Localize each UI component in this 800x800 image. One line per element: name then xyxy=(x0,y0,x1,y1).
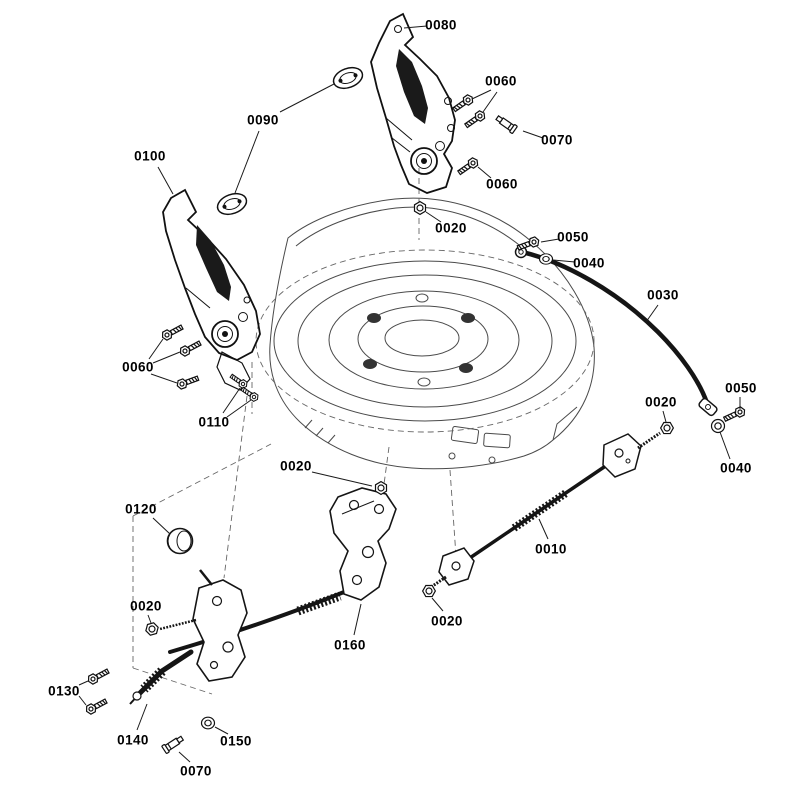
callout-label-0100: 0100 xyxy=(134,148,166,164)
leader-line-0150 xyxy=(214,726,229,735)
pivot-spacer-left xyxy=(216,192,248,216)
leader-line-0060 xyxy=(148,338,164,360)
leader-line-0020 xyxy=(662,410,667,423)
pin-0070-bottom xyxy=(161,733,186,755)
leader-line-0040 xyxy=(552,259,576,263)
leader-line-0060 xyxy=(150,373,178,384)
handle-bracket-left xyxy=(162,188,261,391)
nut-0020-d xyxy=(144,620,160,638)
nut-0020-a xyxy=(413,201,427,215)
callout-label-0030: 0030 xyxy=(647,287,679,303)
leader-line-0100 xyxy=(157,166,174,195)
leader-line-0060 xyxy=(471,89,492,100)
screw-0110-a xyxy=(228,372,250,391)
lower-bracket-plate xyxy=(159,569,248,682)
bolt-0050-right xyxy=(722,405,748,424)
leader-line-0030 xyxy=(645,304,659,323)
leader-line-0110 xyxy=(222,387,241,414)
bolt-0060-e xyxy=(177,338,203,358)
leader-line-0160 xyxy=(353,603,362,636)
leader-line-0120 xyxy=(152,517,171,535)
leader-line-0090 xyxy=(279,83,335,113)
callout-label-0060: 0060 xyxy=(122,359,154,375)
screw-0110-b xyxy=(239,385,261,404)
washer-0040-top xyxy=(538,253,554,265)
leader-line-0050 xyxy=(540,238,560,243)
bolt-0060-c xyxy=(455,155,481,178)
brake-rod xyxy=(430,431,661,589)
washer-0150 xyxy=(200,716,216,730)
mower-deck-housing xyxy=(269,197,595,470)
callout-label-0090: 0090 xyxy=(247,112,279,128)
leader-line-0130 xyxy=(78,680,89,686)
leader-line-0070 xyxy=(178,751,191,763)
bolt-0130-b xyxy=(83,696,109,716)
leader-lines xyxy=(78,25,741,763)
callout-label-0110: 0110 xyxy=(198,414,230,430)
callout-label-0140: 0140 xyxy=(117,732,149,748)
callout-label-0050: 0050 xyxy=(557,229,589,245)
leader-line-0020 xyxy=(311,471,373,487)
callout-label-0080: 0080 xyxy=(425,17,457,33)
leader-line-0060 xyxy=(477,166,492,179)
bolt-0060-b xyxy=(462,108,488,131)
leader-line-0080 xyxy=(403,25,428,29)
leader-line-0130 xyxy=(78,695,87,706)
bolt-0130-a xyxy=(85,666,111,686)
callout-label-0020: 0020 xyxy=(645,394,677,410)
handle-bracket-right xyxy=(370,12,456,194)
bolt-0060-a xyxy=(450,92,476,115)
callout-label-0040: 0040 xyxy=(720,460,752,476)
callout-label-0130: 0130 xyxy=(48,683,80,699)
leader-line-0020 xyxy=(147,614,152,624)
leader-line-0020 xyxy=(431,597,444,612)
nut-0020-c xyxy=(374,481,388,495)
leader-line-0010 xyxy=(538,518,549,540)
callout-label-0070: 0070 xyxy=(541,132,573,148)
trunnion-cap xyxy=(166,527,194,555)
leader-line-0090 xyxy=(234,130,260,194)
callout-label-0010: 0010 xyxy=(535,541,567,557)
callout-label-0020: 0020 xyxy=(435,220,467,236)
callout-label-0020: 0020 xyxy=(130,598,162,614)
callout-label-0040: 0040 xyxy=(573,255,605,271)
leader-line-0040 xyxy=(719,431,731,460)
nut-0020-b xyxy=(658,419,676,437)
pivot-spacer-top xyxy=(332,66,364,90)
bolt-0060-f xyxy=(175,373,201,391)
callout-label-0070: 0070 xyxy=(180,763,212,779)
leader-line-0110 xyxy=(226,399,252,418)
stabilizer-rod xyxy=(514,245,718,417)
callout-label-0060: 0060 xyxy=(486,176,518,192)
pin-0070-top xyxy=(494,113,519,135)
leader-line-0060 xyxy=(482,91,498,113)
callout-label-0050: 0050 xyxy=(725,380,757,396)
callout-label-0160: 0160 xyxy=(334,637,366,653)
callout-label-0150: 0150 xyxy=(220,733,252,749)
washer-0040-right xyxy=(710,418,726,434)
bolt-0060-d xyxy=(159,322,185,342)
lower-tube xyxy=(129,649,194,705)
callout-label-0020: 0020 xyxy=(280,458,312,474)
callout-label-0020: 0020 xyxy=(431,613,463,629)
handle-stop-bracket xyxy=(168,487,397,654)
leader-line-0060 xyxy=(152,351,181,364)
leader-line-0020 xyxy=(425,211,442,223)
leader-line-0070 xyxy=(522,130,544,139)
callout-label-0120: 0120 xyxy=(125,501,157,517)
leader-line-0140 xyxy=(136,703,148,731)
callout-label-0060: 0060 xyxy=(485,73,517,89)
